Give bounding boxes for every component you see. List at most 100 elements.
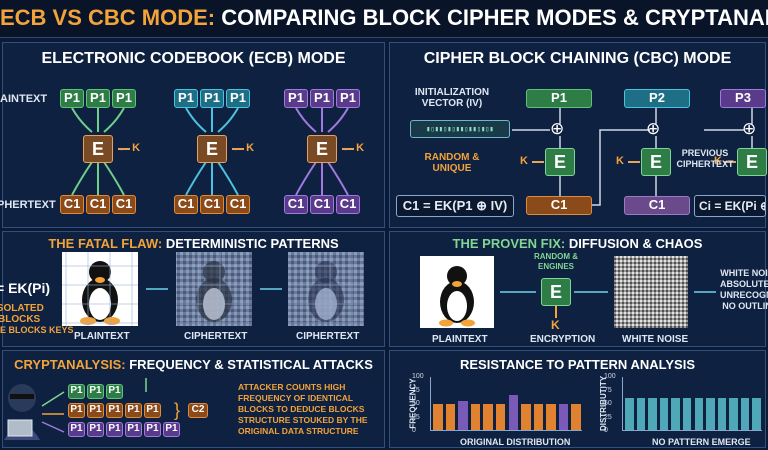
- xor-icon: ⊕: [646, 119, 661, 138]
- ecb-encrypt-box: E: [197, 135, 227, 163]
- crypt-block: P1: [106, 422, 123, 437]
- crypt-block: P1: [163, 422, 180, 437]
- ecb-plaintext-label: PLAINTEXT: [0, 93, 48, 105]
- tick-label: 0: [604, 427, 608, 434]
- chart-bar: [495, 404, 506, 430]
- fix-heading: THE PROVEN FIX: DIFFUSION & CHAOS: [452, 236, 703, 251]
- chart-bar: [433, 404, 443, 430]
- ecb-p-block: P1: [174, 89, 198, 108]
- cbc-key-label: K: [714, 155, 722, 167]
- crypt-c2-block: C2: [188, 403, 208, 418]
- flaw-note-blocks: BLOCKS: [0, 314, 41, 325]
- ecb-p-block: P1: [200, 89, 224, 108]
- tick-label: 100: [412, 373, 424, 380]
- flaw-note-keys: SAME BLOCKS KEYS: [0, 325, 74, 335]
- left-bars: [430, 377, 582, 431]
- crypt-description: ATTACKER COUNTS HIGH FREQUENCY OF IDENTI…: [238, 382, 368, 436]
- ecb-p-block: P1: [60, 89, 84, 108]
- chart-bar: [648, 397, 657, 430]
- title-part1: ECB VS CBC MODE:: [0, 5, 216, 30]
- brace-icon: }: [174, 400, 181, 420]
- chart-bar: [659, 397, 669, 430]
- ecb-c-block: C1: [226, 195, 250, 214]
- ecb-c-block: C1: [86, 195, 110, 214]
- cbc-p2-block: P2: [624, 89, 690, 108]
- flaw-note-isolated: ISOLATED: [0, 303, 44, 314]
- tick-label: 50: [412, 400, 420, 407]
- flaw-ciphertext-label-1: CIPHERTEXT: [184, 331, 248, 342]
- ecb-p-block: P1: [336, 89, 360, 108]
- chart-bar: [625, 397, 634, 430]
- cbc-c1-block: C1: [624, 196, 690, 215]
- cbc-key-label: K: [616, 155, 624, 167]
- cbc-p1-block: P1: [526, 89, 592, 108]
- ecb-encrypt-box: E: [83, 135, 113, 163]
- fix-encryption-label: ENCRYPTION: [530, 334, 596, 345]
- fix-random-label: RANDOM & ENGINES: [534, 252, 578, 271]
- ecb-p-block: P1: [226, 89, 250, 108]
- title-part2: COMPARING BLOCK CIPHER MODES & CRYPTANAL…: [221, 5, 768, 30]
- flaw-plaintext-label: PLAINTEXT: [74, 331, 130, 342]
- flaw-heading: THE FATAL FLAW: DETERMINISTIC PATTERNS: [48, 236, 339, 251]
- tick-label: 75: [604, 386, 612, 394]
- ecb-c-block: C1: [174, 195, 198, 214]
- chart-bar: [558, 404, 569, 430]
- crypt-block: P1: [87, 403, 104, 418]
- chart-bar: [717, 397, 727, 430]
- fix-plaintext-label: PLAINTEXT: [432, 334, 488, 345]
- chart-bar: [752, 397, 761, 430]
- resistance-panel: [389, 350, 766, 448]
- crypt-block: P1: [144, 422, 161, 437]
- tick-label: 0: [412, 427, 416, 434]
- cbc-encrypt-box: E: [641, 148, 671, 176]
- cbc-heading: CIPHER BLOCK CHAINING (CBC) MODE: [423, 50, 732, 67]
- fix-whitenoise-label: WHITE NOISE: [622, 334, 689, 345]
- chart-bar: [671, 397, 680, 430]
- fix-key-label: K: [551, 318, 560, 332]
- tick-label: 25: [412, 413, 420, 421]
- chart-bar: [682, 397, 692, 430]
- ecb-c-block: C1: [60, 195, 84, 214]
- crypt-block: P1: [106, 384, 123, 399]
- ecb-key-label: ← K: [118, 142, 141, 154]
- xor-icon: ⊕: [742, 119, 757, 138]
- fix-note: WHITE NOISE ABSOLUTELY UNRECOGNIZABLE NO…: [720, 268, 768, 311]
- right-xlabel: NO PATTERN EMERGE: [652, 437, 751, 447]
- ecb-p-block: P1: [86, 89, 110, 108]
- cbc-encrypt-box: E: [545, 148, 575, 176]
- cbc-key-label: K: [520, 155, 528, 167]
- tick-label: 100: [604, 373, 616, 380]
- tick-label: 75: [412, 386, 420, 394]
- flaw-ciphertext-label-2: CIPHERTEXT: [296, 331, 360, 342]
- ecb-ciphertext-label: CIPHERTEXT: [0, 199, 56, 211]
- chart-bar: [470, 404, 481, 430]
- cbc-p3-block: P3: [720, 89, 766, 108]
- ecb-c-block: C1: [284, 195, 308, 214]
- iv-block: ▮▯▮▮▯▮▯▮▮▯▮▮▯▮▯▮: [410, 120, 510, 138]
- ecb-c-block: C1: [336, 195, 360, 214]
- crypt-block: P1: [68, 384, 85, 399]
- crypt-block: P1: [106, 403, 123, 418]
- xor-icon: ⊕: [550, 119, 565, 138]
- chart-bar: [458, 401, 468, 430]
- crypt-block: P1: [87, 422, 104, 437]
- cbc-formula-1: C1 = EK(P1 ⊕ IV): [396, 195, 514, 217]
- cbc-iv-label: INITIALIZATION VECTOR (IV): [414, 87, 490, 109]
- ecb-key-label: ← K: [232, 142, 255, 154]
- chart-bar: [729, 397, 738, 430]
- crypt-heading: CRYPTANALYSIS: FREQUENCY & STATISTICAL A…: [14, 357, 373, 372]
- crypt-block: P1: [68, 422, 85, 437]
- crypt-block: P1: [144, 403, 161, 418]
- chart-bar: [706, 397, 715, 430]
- left-ticks: 100 75 50 25 0: [412, 373, 426, 434]
- cbc-random-label: RANDOM & UNIQUE: [424, 152, 480, 174]
- chart-bar: [533, 404, 544, 430]
- crypt-block: P1: [68, 403, 85, 418]
